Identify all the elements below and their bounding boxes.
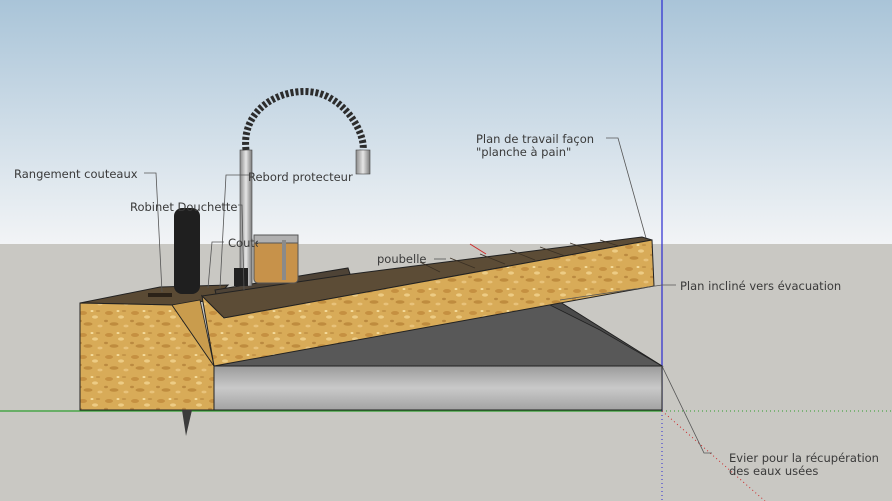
- knife-block-slope: [171, 299, 215, 367]
- knife-slot: [148, 293, 172, 297]
- label-couteaux: Couteaux: [228, 237, 258, 250]
- label-plan-travail-1: Plan de travail façon: [476, 132, 595, 146]
- worktop-slats: [419, 239, 626, 273]
- knife-handle[interactable]: [174, 208, 200, 294]
- label-rebord-protecteur: Rebord protecteur: [248, 170, 353, 184]
- label-poubelle: poubelle: [377, 252, 427, 266]
- faucet-base: [234, 268, 248, 286]
- sky: [0, 0, 892, 244]
- faucet-sprayer-head[interactable]: [355, 149, 371, 175]
- red-axis-dotted: [661, 410, 766, 501]
- label-robinet-douchette: Robinet Douchette: [130, 200, 238, 214]
- faucet-spring-hose: [242, 88, 367, 151]
- leader-lines: [144, 137, 712, 454]
- label-plan-incline: Plan incliné vers évacuation: [680, 279, 842, 293]
- knife-block-front[interactable]: [79, 302, 215, 411]
- label-plan-travail-2: "planche à pain": [476, 145, 572, 159]
- label-evier-1: Evier pour la récupération: [729, 451, 879, 465]
- worktop-front-face[interactable]: [201, 239, 655, 367]
- label-evier-2: des eaux usées: [729, 464, 819, 478]
- red-axis-hint: [469, 243, 487, 255]
- sink-front-face[interactable]: [213, 365, 663, 411]
- cutlery-holder-rim: [253, 234, 299, 244]
- label-rangement-couteaux: Rangement couteaux: [14, 167, 138, 181]
- knife-blade: [182, 410, 192, 436]
